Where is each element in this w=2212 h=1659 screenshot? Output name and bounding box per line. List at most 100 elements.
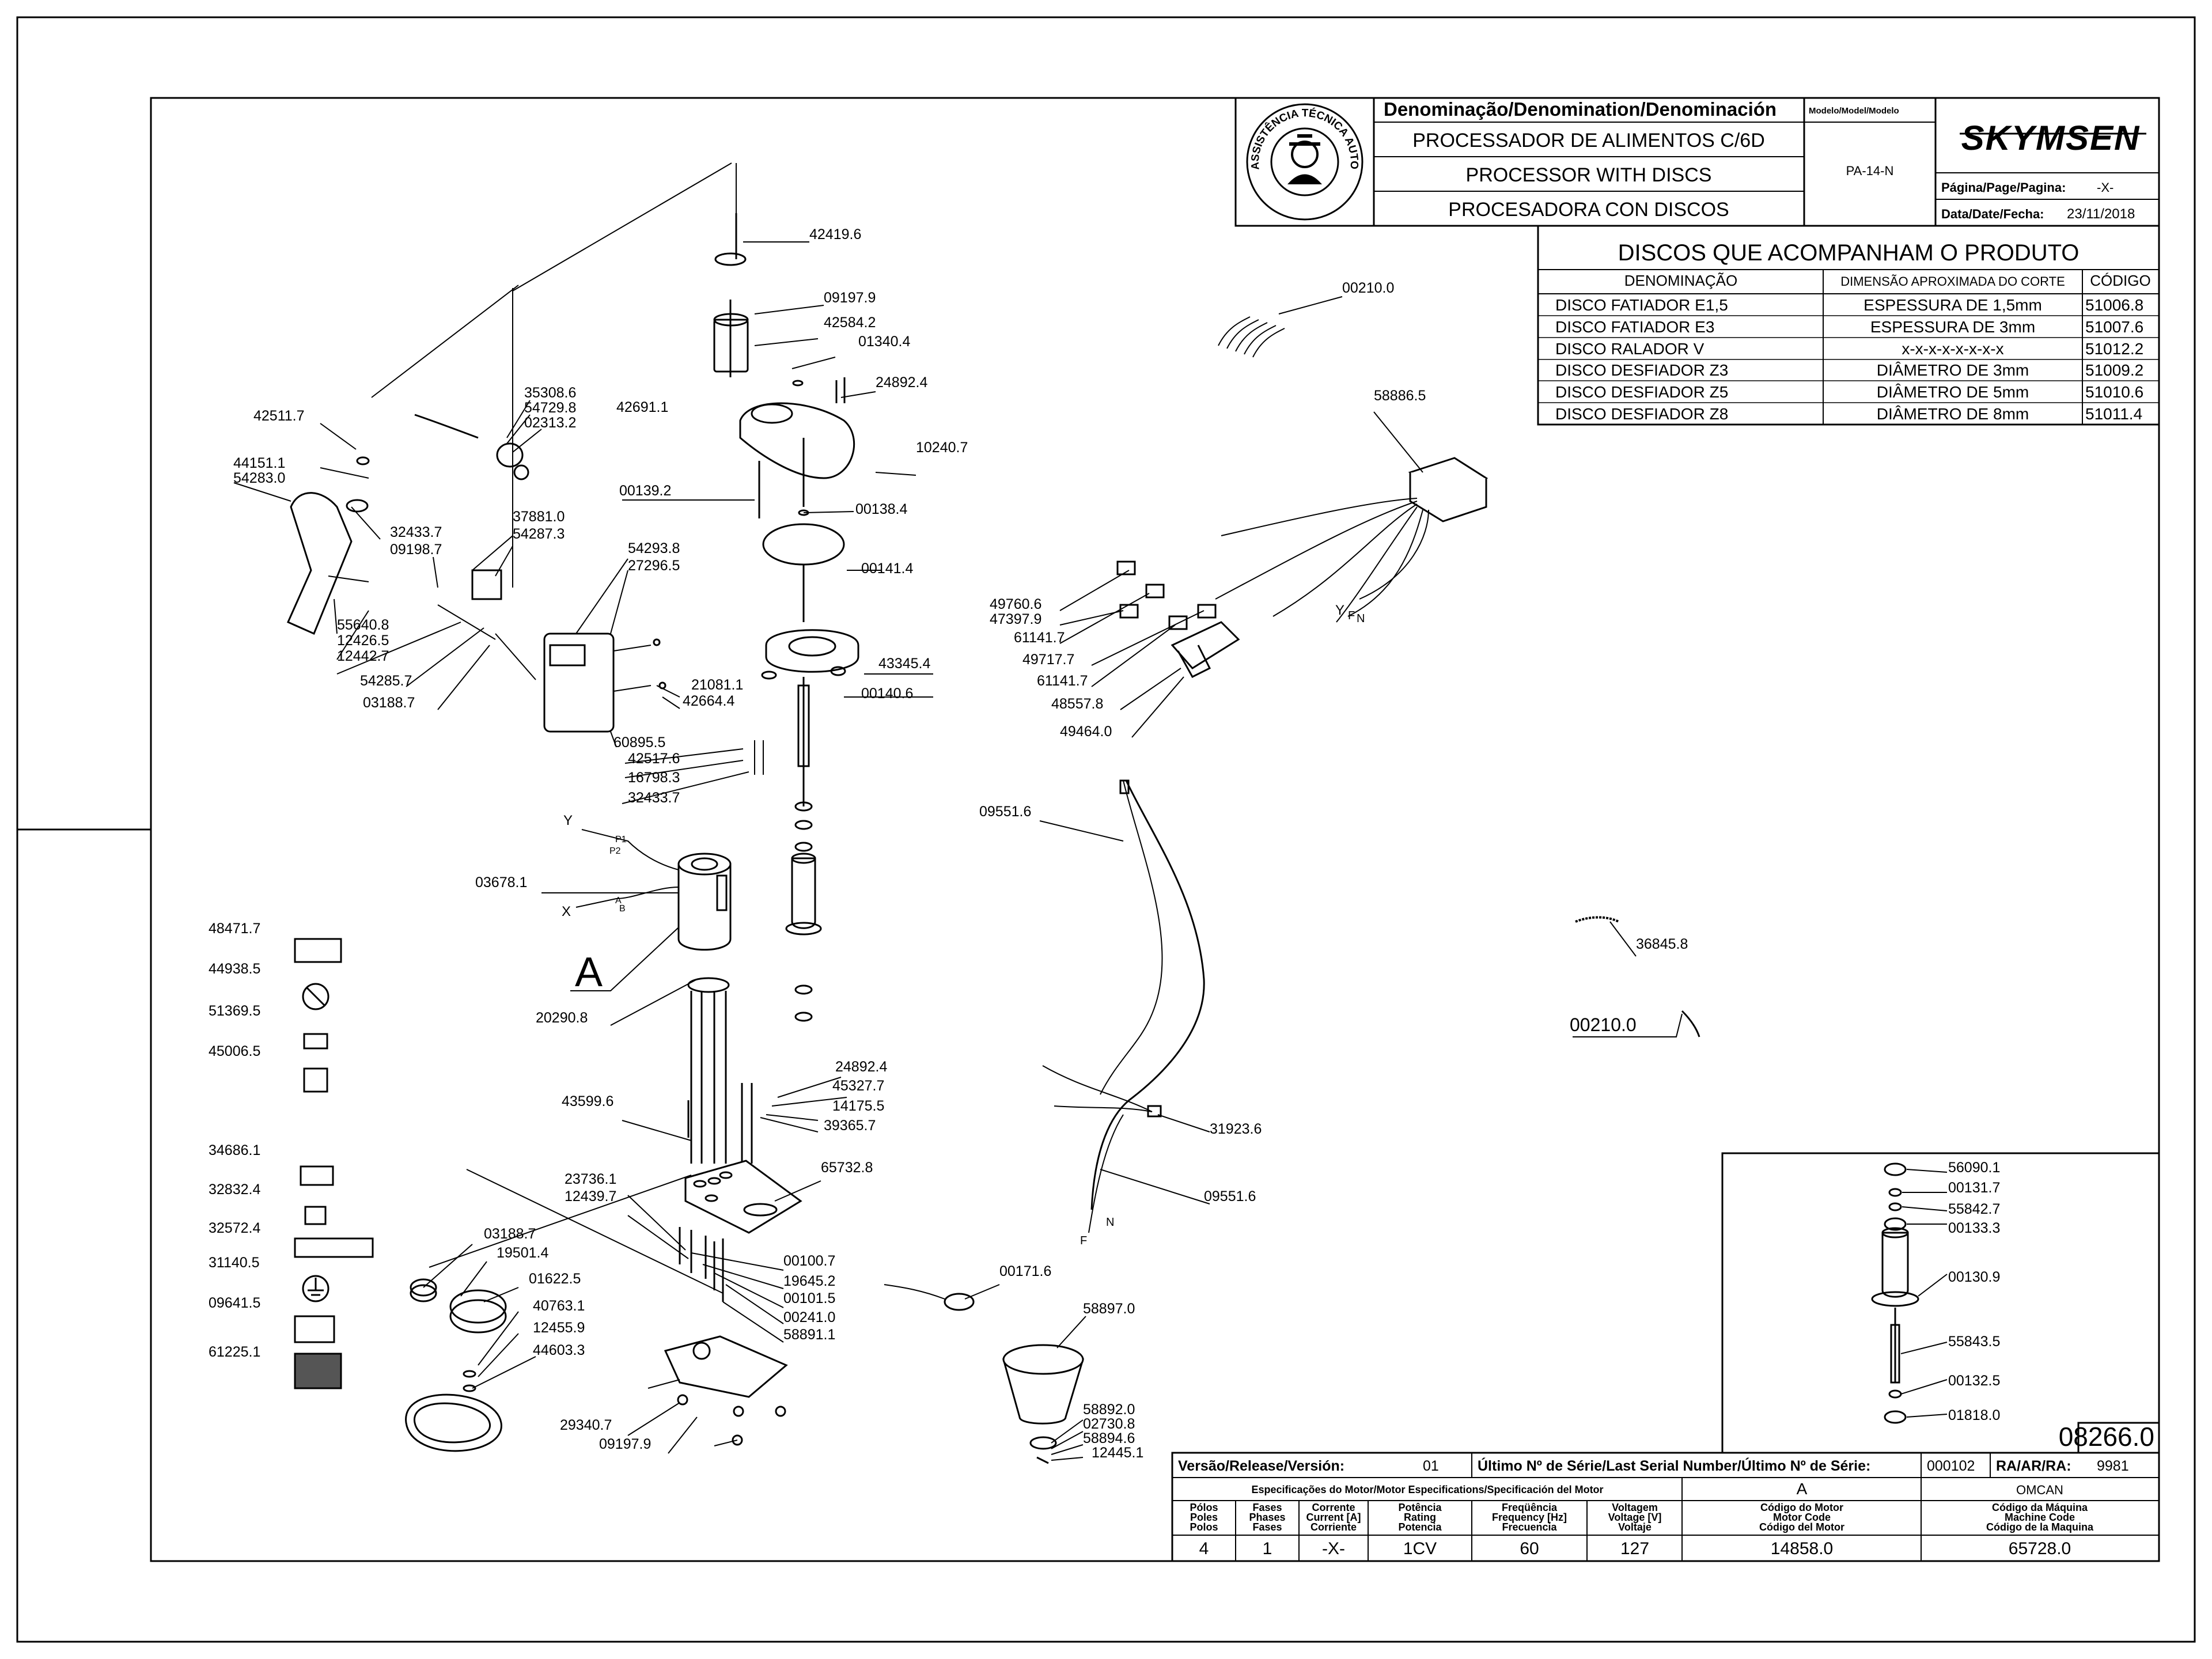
- motor-callout-letter: A: [575, 949, 603, 995]
- disc-row-name: DISCO RALADOR V: [1555, 340, 1705, 358]
- part-label: 01818.0: [1948, 1407, 2000, 1423]
- part-label: 56090.1: [1948, 1160, 2000, 1176]
- part-label: 12426.5: [337, 632, 389, 649]
- spec-value: 1CV: [1403, 1539, 1437, 1558]
- version-label: Versão/Release/Versión:: [1178, 1458, 1344, 1474]
- part-label: 42419.6: [809, 226, 861, 243]
- wire-letter: N: [1357, 612, 1365, 625]
- part-label: 20290.8: [536, 1010, 588, 1026]
- part-label: 61141.7: [1037, 673, 1088, 689]
- col-header: Potencia: [1398, 1521, 1442, 1533]
- col-header: Fases: [1252, 1502, 1282, 1513]
- part-label: 12442.7: [337, 648, 389, 664]
- disc-row-code: 51012.2: [2085, 340, 2143, 358]
- part-label: 39365.7: [824, 1118, 876, 1134]
- sticker-icon: [303, 1067, 328, 1093]
- part-label: 00241.0: [783, 1309, 835, 1325]
- col-header: Phases: [1249, 1512, 1285, 1523]
- part-label: 54293.8: [628, 540, 680, 556]
- ground-symbol-icon: [302, 1275, 329, 1302]
- col-header: Código do Motor: [1760, 1502, 1843, 1513]
- discs-header-code: CÓDIGO: [2090, 272, 2150, 289]
- part-label: 00141.4: [861, 560, 913, 577]
- wire-letter: N: [1106, 1216, 1114, 1229]
- part-label: 55843.5: [1948, 1334, 2000, 1350]
- part-label: 02730.8: [1083, 1416, 1135, 1432]
- motor-spec-label: Especificações do Motor/Motor Especifica…: [1251, 1484, 1603, 1495]
- col-header: Corrente: [1312, 1502, 1355, 1513]
- col-header: Pólos: [1190, 1502, 1218, 1513]
- release-spec-block: Versão/Release/Versión: 01 Último Nº de …: [1171, 1452, 2160, 1562]
- disc-row-code: 51006.8: [2085, 296, 2143, 314]
- part-label: 00132.5: [1948, 1373, 2000, 1389]
- part-label: 60895.5: [613, 734, 665, 751]
- part-label: 09197.9: [824, 290, 876, 306]
- part-label: 09197.9: [599, 1436, 651, 1452]
- model-code: PA-14-N: [1846, 164, 1894, 178]
- wire-letter: Y: [563, 813, 573, 828]
- part-label: 31140.5: [209, 1255, 260, 1271]
- wire-letter: F: [1348, 609, 1355, 622]
- part-label: 55640.8: [337, 617, 389, 633]
- part-label: 42691.1: [616, 399, 668, 415]
- part-label: 42517.6: [628, 751, 680, 767]
- no-hands-icon: [302, 983, 329, 1010]
- part-label: 01622.5: [529, 1271, 581, 1287]
- col-header: Frecuencia: [1502, 1521, 1557, 1533]
- part-label: 32572.4: [209, 1220, 260, 1236]
- wire-letter: X: [562, 904, 571, 919]
- discs-table: DISCOS QUE ACOMPANHAM O PRODUTO DENOMINA…: [1537, 225, 2160, 426]
- motor-spec-brand: OMCAN: [2016, 1483, 2063, 1497]
- disc-row-name: DISCO FATIADOR E1,5: [1555, 296, 1728, 314]
- part-label: 65732.8: [821, 1160, 873, 1176]
- part-label: 00171.6: [999, 1263, 1051, 1279]
- title-header-label: Denominação/Denomination/Denominación: [1384, 99, 1777, 120]
- wire-letter: Y: [1335, 603, 1344, 618]
- wire-letter: P1: [615, 835, 627, 844]
- wire-letter: B: [619, 904, 626, 914]
- part-label: 44151.1: [233, 455, 285, 471]
- disc-row-code: 51009.2: [2085, 361, 2143, 379]
- part-label: 09551.6: [1204, 1188, 1256, 1205]
- disc-row-dimension: DIÂMETRO DE 3mm: [1877, 361, 2029, 379]
- part-label: 23736.1: [565, 1171, 616, 1187]
- col-header: Rating: [1404, 1512, 1436, 1523]
- col-header: Freqüência: [1502, 1502, 1558, 1513]
- part-label: 42511.7: [253, 408, 305, 424]
- disc-row-name: DISCO FATIADOR E3: [1555, 318, 1714, 336]
- part-label: 58891.1: [783, 1327, 835, 1343]
- part-label: 43599.6: [562, 1093, 613, 1109]
- part-label: 54729.8: [524, 400, 576, 416]
- part-label: 00210.0: [1570, 1014, 1637, 1035]
- part-label: 12439.7: [565, 1188, 616, 1205]
- spec-value: -X-: [1322, 1539, 1345, 1558]
- sticker-icon: [294, 1237, 374, 1258]
- part-label: 09551.6: [979, 804, 1031, 820]
- part-label: 58894.6: [1083, 1430, 1135, 1446]
- warning-sticker-icon: [294, 938, 342, 963]
- disc-row-name: DISCO DESFIADOR Z5: [1555, 383, 1728, 401]
- wire-letter: A: [615, 896, 622, 906]
- part-label: 54287.3: [513, 526, 565, 542]
- ra-label: RA/AR/RA:: [1996, 1458, 2071, 1474]
- page-value: -X-: [2097, 180, 2113, 195]
- part-label: 44938.5: [209, 961, 260, 977]
- part-label: 49760.6: [990, 596, 1041, 612]
- part-label: 09198.7: [390, 541, 442, 558]
- part-label: 61141.7: [1014, 630, 1065, 646]
- part-label: 31923.6: [1210, 1121, 1262, 1137]
- sticker-icon: [304, 1206, 327, 1225]
- part-label: 00101.5: [783, 1290, 835, 1306]
- part-label: 24892.4: [835, 1059, 887, 1075]
- part-label: 12445.1: [1092, 1445, 1143, 1461]
- leader-lines: [233, 241, 1948, 1461]
- title-block: ASSISTÊNCIA TÉCNICA AUTORIZADA Denominaç…: [0, 0, 2160, 227]
- col-header: Voltagem: [1612, 1502, 1658, 1513]
- part-label: 54283.0: [233, 470, 285, 486]
- spec-value: 14858.0: [1771, 1539, 1833, 1558]
- part-label: 03188.7: [363, 695, 415, 711]
- col-header: Polos: [1190, 1521, 1218, 1533]
- part-label: 61225.1: [209, 1344, 260, 1360]
- spec-value: 60: [1520, 1539, 1539, 1558]
